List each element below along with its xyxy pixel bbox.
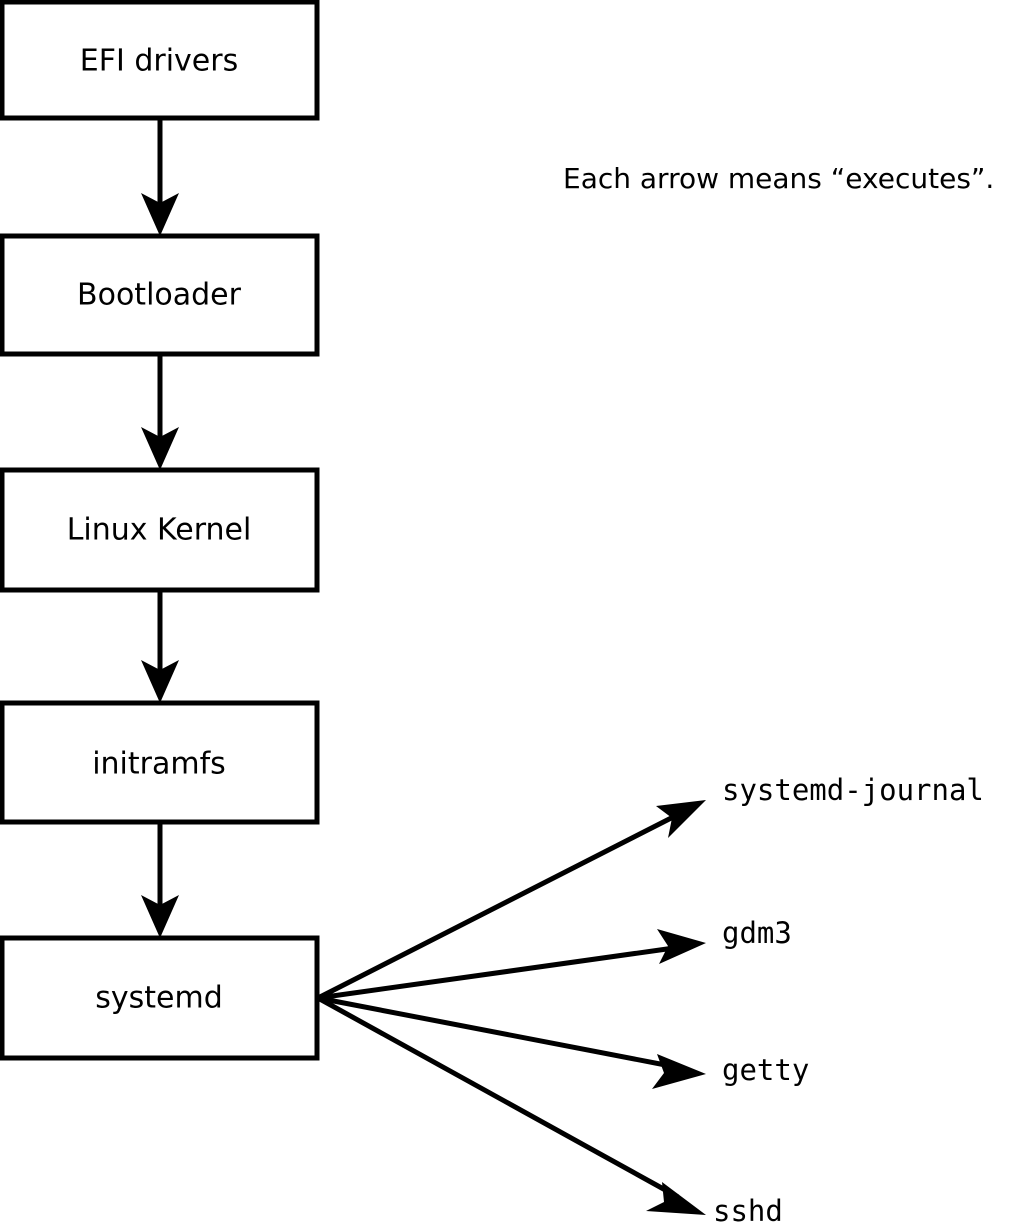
box-label-bootloader: Bootloader [77, 278, 242, 313]
box-initramfs[interactable]: initramfs [0, 700, 320, 825]
arrow-kernel-to-initramfs [141, 590, 179, 703]
arrow-initramfs-to-systemd [141, 822, 179, 938]
arrow-efi-to-bootloader [141, 118, 179, 236]
box-systemd[interactable]: systemd [0, 935, 320, 1061]
fan-arrow-group [316, 800, 706, 1215]
boot-chain-boxes: EFI drivers Bootloader Linux Kernel init… [0, 0, 320, 1061]
box-label-efi-drivers: EFI drivers [80, 44, 238, 79]
arrow-systemd-to-gdm3 [317, 929, 706, 1001]
box-linux-kernel[interactable]: Linux Kernel [0, 467, 320, 593]
arrow-bootloader-to-kernel [141, 354, 179, 470]
process-label-gdm3[interactable]: gdm3 [722, 916, 792, 950]
box-efi-drivers[interactable]: EFI drivers [0, 0, 320, 121]
arrow-systemd-to-getty [317, 995, 706, 1089]
process-label-getty[interactable]: getty [722, 1053, 809, 1087]
process-label-sshd[interactable]: sshd [713, 1194, 783, 1228]
box-label-linux-kernel: Linux Kernel [67, 513, 252, 548]
box-label-systemd: systemd [95, 981, 223, 1016]
chain-arrow-group [141, 118, 179, 938]
box-bootloader[interactable]: Bootloader [0, 233, 320, 357]
arrow-systemd-to-systemd-journal [316, 800, 706, 1001]
systemd-children-labels: systemd-journal gdm3 getty sshd [713, 773, 984, 1228]
process-label-systemd-journal[interactable]: systemd-journal [722, 773, 984, 807]
legend-text: Each arrow means “executes”. [563, 162, 994, 195]
arrow-systemd-to-sshd [316, 995, 706, 1215]
box-label-initramfs: initramfs [92, 747, 226, 782]
